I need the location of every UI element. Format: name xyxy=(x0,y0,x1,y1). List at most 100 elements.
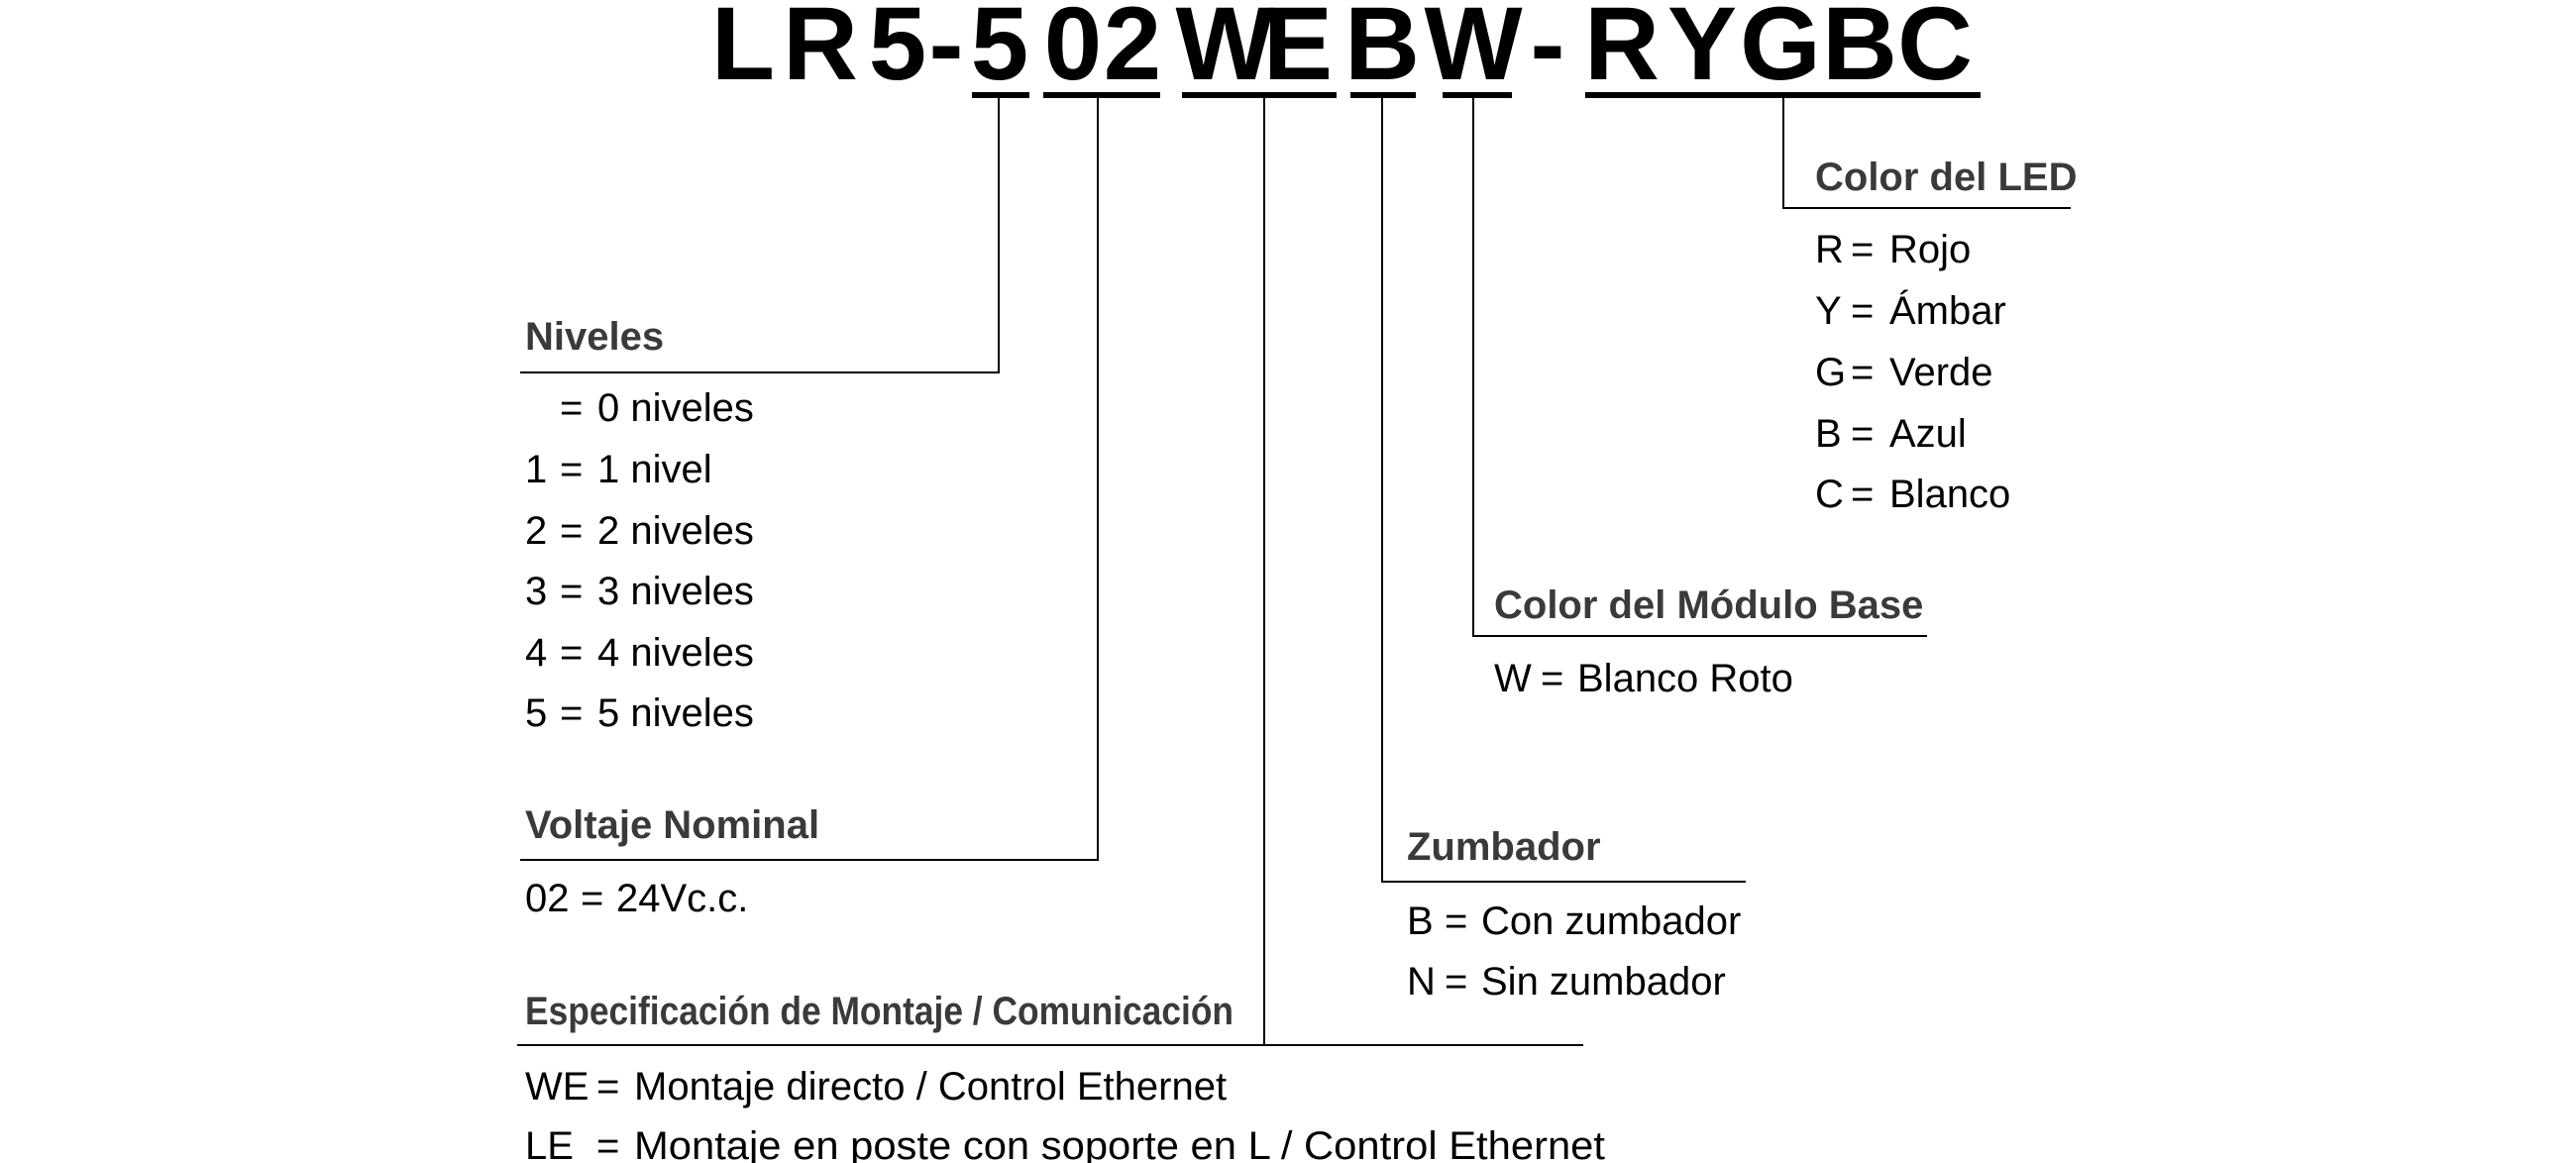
option-code: 1 xyxy=(525,448,547,491)
niveles-option: 5 = 5 niveles xyxy=(525,691,754,735)
section-niveles: Niveles = 0 niveles 1 = 1 nivel 2 = 2 ni… xyxy=(525,315,754,735)
option-code: R xyxy=(1815,228,1844,271)
code-char-5: 5 xyxy=(869,0,926,102)
option-desc: Sin zumbador xyxy=(1481,960,1726,1004)
option-equals: = xyxy=(1851,351,1874,394)
option-code: 4 xyxy=(525,631,547,675)
code-char-led-g: G xyxy=(1740,0,1821,102)
option-equals: = xyxy=(1445,960,1467,1004)
code-char-voltage-0: 0 xyxy=(1044,0,1102,102)
niveles-heading: Niveles xyxy=(525,315,664,359)
code-underlines xyxy=(972,92,1981,98)
code-char-voltage-2: 2 xyxy=(1104,0,1161,102)
underline-levels xyxy=(972,92,1029,98)
option-code: WE xyxy=(525,1065,589,1109)
option-equals: = xyxy=(560,631,583,675)
option-code: B xyxy=(1407,899,1434,943)
option-equals: = xyxy=(1541,657,1563,700)
leader-niveles xyxy=(520,98,1000,373)
option-equals: = xyxy=(596,1065,619,1109)
niveles-option: 3 = 3 niveles xyxy=(525,570,754,613)
color-led-option: R = Rojo xyxy=(1815,228,1971,271)
voltaje-option: 02 = 24Vc.c. xyxy=(525,877,748,920)
zumbador-heading: Zumbador xyxy=(1407,825,1601,869)
option-desc: Blanco xyxy=(1889,473,2010,516)
option-equals: = xyxy=(596,1124,619,1163)
option-code: B xyxy=(1815,412,1842,456)
color-led-option: C = Blanco xyxy=(1815,473,2010,516)
option-equals: = xyxy=(1445,899,1467,943)
leader-zumbador xyxy=(1381,98,1746,883)
option-desc: Ámbar xyxy=(1889,288,2006,333)
option-equals: = xyxy=(560,386,583,430)
underline-mount xyxy=(1182,92,1337,98)
option-code: C xyxy=(1815,473,1844,516)
niveles-option: = 0 niveles xyxy=(560,386,754,430)
montaje-option: LE = Montaje en poste con soporte en L /… xyxy=(525,1124,1605,1163)
option-code: N xyxy=(1407,960,1436,1004)
code-char-led-c: C xyxy=(1897,0,1973,102)
section-montaje: Especificación de Montaje / Comunicación… xyxy=(525,990,1605,1163)
code-char-base: W xyxy=(1424,0,1522,102)
code-char-mount-w: W xyxy=(1175,0,1273,102)
modulo-base-heading: Color del Módulo Base xyxy=(1494,583,1923,627)
option-code: 2 xyxy=(525,509,547,553)
option-desc: Montaje en poste con soporte en L / Cont… xyxy=(634,1124,1605,1163)
option-code: LE xyxy=(525,1124,574,1163)
option-desc: 1 nivel xyxy=(597,448,712,491)
option-equals: = xyxy=(560,570,583,613)
code-char-levels: 5 xyxy=(971,0,1028,102)
section-voltaje: Voltaje Nominal 02 = 24Vc.c. xyxy=(525,803,819,920)
option-code: 5 xyxy=(525,691,547,735)
underline-buzzer xyxy=(1350,92,1416,98)
option-desc: 4 niveles xyxy=(597,631,754,675)
option-desc: 2 niveles xyxy=(597,509,754,553)
option-desc: 3 niveles xyxy=(597,570,754,613)
code-char-r: R xyxy=(783,0,858,102)
niveles-option: 2 = 2 niveles xyxy=(525,509,754,553)
option-desc: Blanco Roto xyxy=(1577,657,1793,700)
voltaje-heading: Voltaje Nominal xyxy=(525,803,819,847)
color-led-option: B = Azul xyxy=(1815,412,1967,456)
option-equals: = xyxy=(560,448,583,491)
option-desc: Verde xyxy=(1889,351,1993,394)
option-desc: Azul xyxy=(1889,412,1967,456)
option-desc: Rojo xyxy=(1889,228,1971,271)
code-dash-1: - xyxy=(929,0,964,102)
option-code: 3 xyxy=(525,570,547,613)
option-equals: = xyxy=(581,877,603,920)
option-equals: = xyxy=(1851,412,1874,456)
code-char-led-y: Y xyxy=(1667,0,1737,102)
code-char-led-b: B xyxy=(1822,0,1897,102)
section-modulo-base: Color del Módulo Base W = Blanco Roto xyxy=(1494,583,1923,700)
underline-base xyxy=(1443,92,1512,98)
option-code: Y xyxy=(1815,289,1842,333)
modulo-base-option: W = Blanco Roto xyxy=(1494,657,1793,700)
zumbador-option: N = Sin zumbador xyxy=(1407,960,1726,1004)
code-char-l: L xyxy=(711,0,775,102)
option-desc: 24Vc.c. xyxy=(616,877,748,920)
underline-led xyxy=(1585,92,1981,98)
code-char-buzzer: B xyxy=(1344,0,1420,102)
leader-lines xyxy=(517,98,2071,1046)
option-equals: = xyxy=(1851,289,1874,333)
option-equals: = xyxy=(560,691,583,735)
option-desc: Montaje directo / Control Ethernet xyxy=(634,1065,1227,1109)
section-color-led: Color del LED R = Rojo Y = Ámbar G = Ver… xyxy=(1815,156,2077,516)
model-code: L R 5 - 5 0 2 W E B W - R Y G B C xyxy=(711,0,1973,102)
code-dash-2: - xyxy=(1531,0,1565,102)
option-code: 02 xyxy=(525,877,570,920)
color-led-option: Y = Ámbar xyxy=(1815,288,2006,333)
underline-voltage xyxy=(1043,92,1160,98)
option-equals: = xyxy=(1851,228,1874,271)
zumbador-option: B = Con zumbador xyxy=(1407,899,1741,943)
leader-modulo-base xyxy=(1472,98,1927,637)
option-code: W xyxy=(1494,657,1532,700)
option-equals: = xyxy=(560,509,583,553)
option-desc: 0 niveles xyxy=(597,386,754,430)
color-led-option: G = Verde xyxy=(1815,351,1993,394)
option-code: G xyxy=(1815,351,1846,394)
niveles-option: 4 = 4 niveles xyxy=(525,631,754,675)
code-char-mount-e: E xyxy=(1263,0,1333,102)
